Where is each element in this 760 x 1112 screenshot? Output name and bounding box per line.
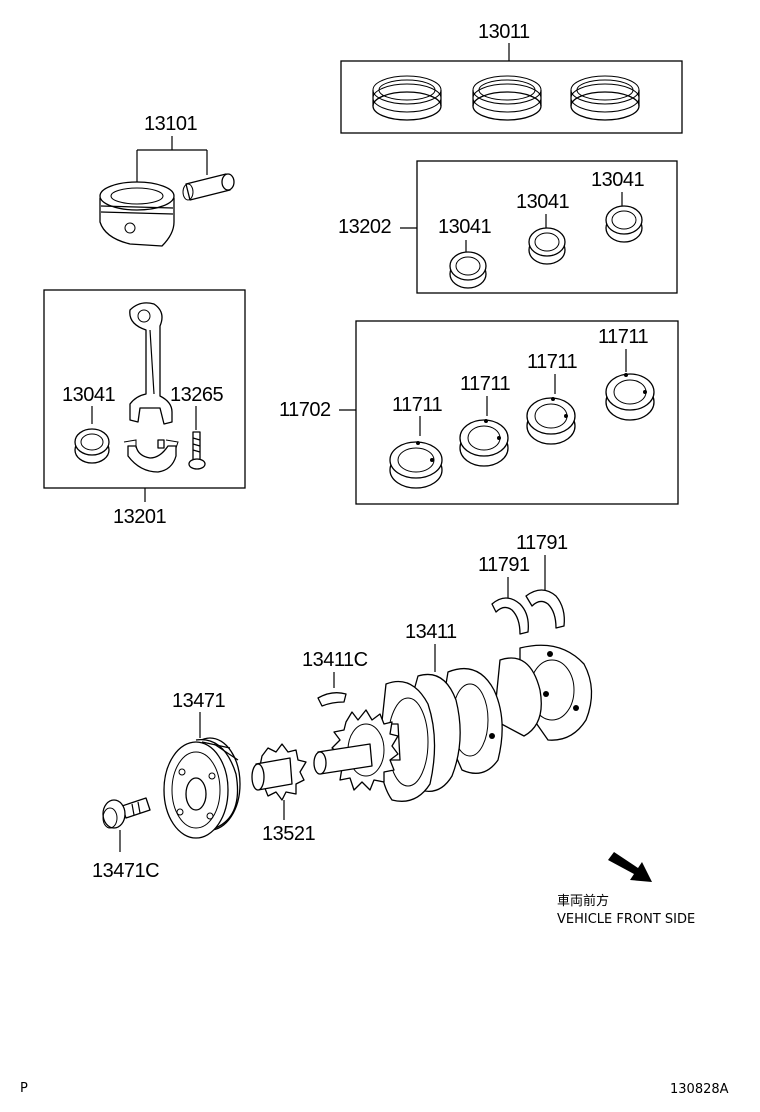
piston-pin[interactable] bbox=[182, 173, 235, 201]
label-13201: 13201 bbox=[113, 506, 166, 528]
label-13411: 13411 bbox=[405, 621, 457, 643]
bearing-set-upper-group: 13202 13041 13041 13041 bbox=[338, 160, 678, 294]
conrod-bearing-shell[interactable] bbox=[74, 428, 110, 464]
label-13521: 13521 bbox=[262, 823, 315, 845]
thrust-washer-2[interactable] bbox=[525, 589, 565, 629]
footer-left-code: P bbox=[20, 1081, 28, 1096]
front-arrow-icon bbox=[608, 852, 652, 882]
crank-key[interactable] bbox=[317, 692, 347, 707]
conrod-bolt[interactable] bbox=[188, 431, 206, 470]
ring-set-3[interactable] bbox=[570, 75, 640, 121]
main-bearing-group: 11702 11711 11711 11711 11711 bbox=[279, 320, 679, 505]
bearing-set-upper-box bbox=[416, 160, 678, 294]
piston-rings-box bbox=[340, 60, 683, 134]
front-label-jp: 車両前方 bbox=[557, 893, 609, 909]
conrod-group: 13201 13041 13265 bbox=[43, 289, 246, 528]
sprocket-group: 13521 bbox=[251, 743, 316, 845]
label-13471: 13471 bbox=[172, 690, 225, 712]
main-bearing-shell-1[interactable] bbox=[389, 441, 443, 489]
piston-body[interactable] bbox=[99, 181, 175, 247]
front-label-en: VEHICLE FRONT SIDE bbox=[557, 912, 695, 927]
label-13041-a: 13041 bbox=[438, 216, 491, 238]
conrod-cap[interactable] bbox=[123, 439, 179, 473]
thrust-washer-group: 11791 11791 bbox=[478, 532, 569, 635]
label-13011: 13011 bbox=[478, 21, 530, 43]
crank-pulley[interactable] bbox=[163, 737, 241, 839]
label-13265: 13265 bbox=[170, 384, 223, 406]
main-bearing-shell-4[interactable] bbox=[605, 373, 655, 421]
crankshaft-group: 13411 bbox=[313, 621, 593, 802]
main-bearing-box bbox=[355, 320, 679, 505]
bearing-shell-a[interactable] bbox=[449, 251, 487, 289]
label-13202: 13202 bbox=[338, 216, 391, 238]
bearing-shell-c[interactable] bbox=[605, 205, 643, 243]
label-13041-conrod: 13041 bbox=[62, 384, 115, 406]
label-13471C: 13471C bbox=[92, 860, 159, 882]
piston-group: 13101 bbox=[99, 113, 235, 247]
bearing-shell-b[interactable] bbox=[528, 227, 566, 265]
label-11711-3: 11711 bbox=[527, 351, 578, 373]
label-11791-upper: 11791 bbox=[516, 532, 568, 554]
front-indicator: 車両前方 VEHICLE FRONT SIDE bbox=[557, 852, 695, 927]
label-13101: 13101 bbox=[144, 113, 197, 135]
pulley-group: 13471 bbox=[163, 690, 241, 839]
footer-diagram-id: 130828A bbox=[670, 1082, 729, 1097]
label-11702: 11702 bbox=[279, 399, 331, 421]
conrod-body[interactable] bbox=[129, 302, 173, 425]
crank-sprocket[interactable] bbox=[251, 743, 307, 801]
label-13041-c: 13041 bbox=[591, 169, 644, 191]
main-bearing-shell-3[interactable] bbox=[526, 397, 576, 445]
label-13041-b: 13041 bbox=[516, 191, 569, 213]
pulley-bolt[interactable] bbox=[102, 797, 151, 829]
ring-set-1[interactable] bbox=[372, 75, 442, 121]
ring-set-2[interactable] bbox=[472, 75, 542, 121]
label-11791-lower: 11791 bbox=[478, 554, 530, 576]
label-11711-2: 11711 bbox=[460, 373, 511, 395]
thrust-washer-1[interactable] bbox=[491, 597, 529, 635]
key-group: 13411C bbox=[302, 649, 368, 707]
label-11711-4: 11711 bbox=[598, 326, 649, 348]
main-bearing-shell-2[interactable] bbox=[459, 419, 509, 467]
label-11711-1: 11711 bbox=[392, 394, 443, 416]
piston-rings-group: 13011 bbox=[340, 21, 683, 134]
label-13411C: 13411C bbox=[302, 649, 368, 671]
pulley-bolt-group: 13471C bbox=[92, 797, 160, 882]
crankshaft-body[interactable] bbox=[379, 644, 593, 802]
crankshaft-snout[interactable] bbox=[313, 743, 373, 775]
